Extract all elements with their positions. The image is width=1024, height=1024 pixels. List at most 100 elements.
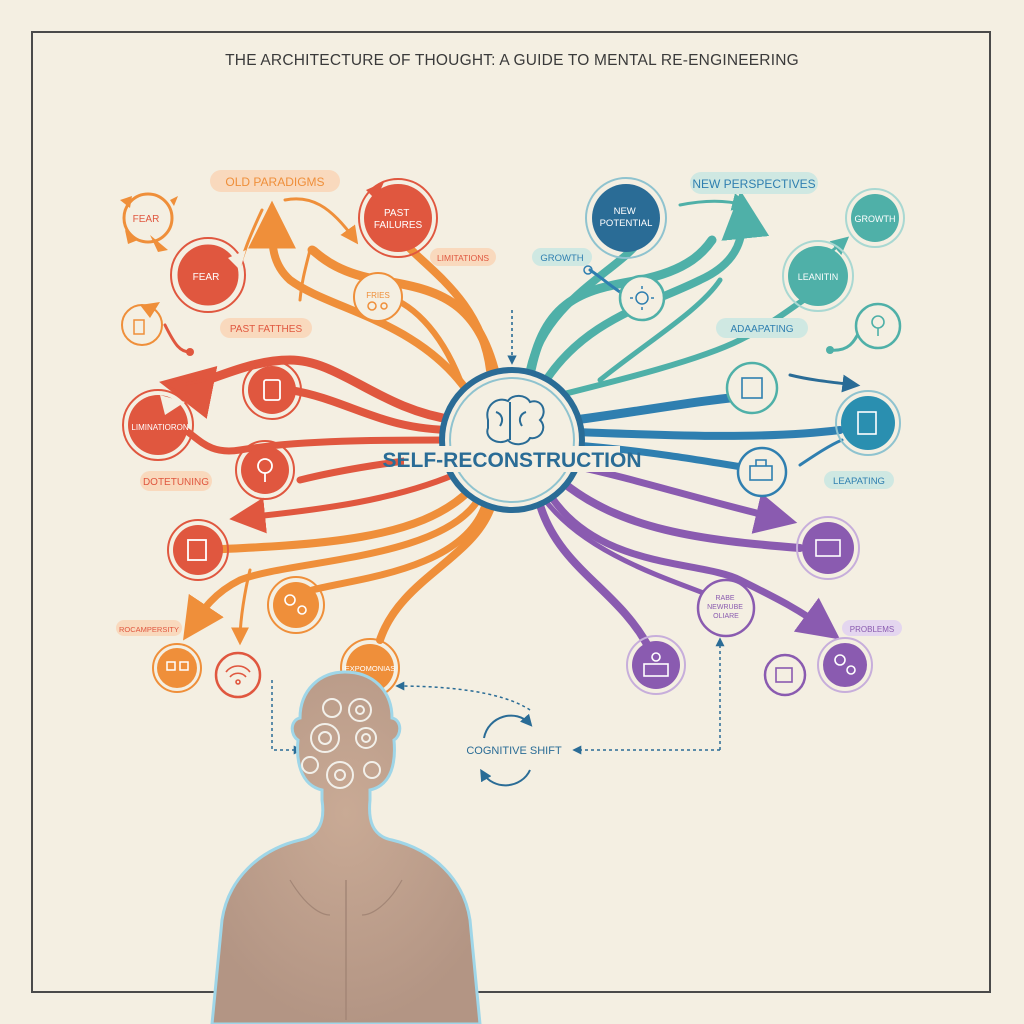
branch-blue-conn2 xyxy=(798,438,844,467)
branch-orange-low1 xyxy=(196,486,474,554)
dotetuning-label: DOTETUNING xyxy=(143,477,209,488)
new-perspectives-label: NEW PERSPECTIVES xyxy=(692,177,815,191)
gear-icon xyxy=(367,301,388,311)
adapting-label: ADAAPATING xyxy=(731,324,794,335)
new-mindset-line2: NEWRUBE xyxy=(707,604,743,611)
right-icon-node-6 xyxy=(763,653,807,697)
right-icon-node-5 xyxy=(626,635,686,695)
pill-leapating: LEAPATING xyxy=(824,471,894,489)
cognitive-shift-label: COGNITIVE SHIFT xyxy=(466,745,562,757)
fear-big-node: FEAR xyxy=(170,237,246,313)
new-mindset-label: RABE NEWRUBE OLIARE xyxy=(707,595,745,620)
right-icon-node-1 xyxy=(725,361,779,415)
branch-red-1 xyxy=(159,355,460,425)
past-failures-label: PAST FAILURES xyxy=(374,208,423,231)
gears-icon xyxy=(834,654,856,675)
rocampersity-label: ROCAMPERSITY xyxy=(119,625,179,634)
branch-purple-2 xyxy=(556,476,804,552)
pill-rocampersity: ROCAMPERSITY xyxy=(116,620,182,636)
books-icon xyxy=(815,539,841,557)
leapating-label: LEAPATING xyxy=(833,476,885,487)
branch-orange-fear xyxy=(247,200,474,399)
left-icon-node-1 xyxy=(242,360,302,420)
idea-node xyxy=(826,302,902,354)
sun-icon xyxy=(630,286,654,310)
branch-orange-conn3 xyxy=(298,248,312,302)
pill-dotetuning: DOTETUNING xyxy=(140,471,212,491)
document-icon xyxy=(187,539,207,561)
branch-orange-conn xyxy=(283,197,359,245)
cognitive-shift: COGNITIVE SHIFT xyxy=(466,713,562,787)
network-icon xyxy=(166,661,189,671)
lightbulb-icon xyxy=(257,458,273,482)
person-figure xyxy=(210,670,482,1024)
poster-frame xyxy=(31,31,991,993)
fear-big-label: FEAR xyxy=(193,272,220,283)
puzzle-icon xyxy=(133,319,145,335)
brain-icon xyxy=(486,394,545,446)
dotted-from-expomonias xyxy=(395,681,531,711)
page-title: THE ARCHITECTURE OF THOUGHT: A GUIDE TO … xyxy=(225,52,799,69)
fear-small-node: FEAR xyxy=(120,192,178,252)
right-icon-node-2 xyxy=(835,390,901,456)
lightbulb-icon xyxy=(871,315,885,336)
limitations-label: LIMITATIONS xyxy=(437,253,489,263)
branch-blue-conn xyxy=(788,373,861,393)
right-icon-node-4 xyxy=(796,516,860,580)
left-icon-node-6 xyxy=(214,651,262,699)
left-icon-node-4 xyxy=(267,576,325,634)
learning-label: LEANITIN xyxy=(798,272,839,282)
new-potential-node: NEW POTENTIAL xyxy=(585,177,667,259)
branch-teal-conn xyxy=(678,193,751,211)
branch-orange-low4 xyxy=(376,506,494,644)
puzzle-icon xyxy=(775,667,793,683)
branch-teal-2 xyxy=(536,190,770,394)
branch-orange-side xyxy=(163,323,192,354)
pill-growth: GROWTH xyxy=(532,248,592,266)
dotted-connectors xyxy=(271,637,725,755)
pill-past-fatthes: PAST FATTHES xyxy=(220,318,312,338)
branch-orange-conn4 xyxy=(166,375,207,394)
branch-purple-3 xyxy=(546,491,841,640)
pill-problems: PROBLEMS xyxy=(842,620,902,636)
pill-new-perspectives: NEW PERSPECTIVES xyxy=(690,172,818,194)
chart-icon xyxy=(741,377,763,399)
branch-blue-2 xyxy=(571,426,844,440)
new-potential-label: NEW POTENTIAL xyxy=(600,206,653,229)
shoulder-blade-left xyxy=(289,879,331,916)
growth-node: GROWTH xyxy=(845,188,905,248)
new-mindset-line3: OLIARE xyxy=(713,613,739,620)
left-icon-node-5 xyxy=(152,643,202,693)
book-person-icon xyxy=(643,652,669,677)
old-paradigms-label: OLD PARADIGMS xyxy=(225,175,324,189)
hub-node: SELF-RECONSTRUCTION xyxy=(383,367,642,513)
new-potential-line2: POTENTIAL xyxy=(600,218,653,229)
branch-teal-conn4 xyxy=(828,328,862,352)
pill-old-paradigms: OLD PARADIGMS xyxy=(210,170,340,192)
head-with-gears-icon xyxy=(301,698,381,789)
sun-node xyxy=(583,265,666,322)
problems-label: PROBLEMS xyxy=(850,625,894,634)
left-icon-node-2 xyxy=(235,440,295,500)
phone-icon xyxy=(263,379,281,401)
clipboard-icon xyxy=(857,411,877,435)
new-mindset-node: RABE NEWRUBE OLIARE xyxy=(696,578,756,638)
fries-label: FRIES xyxy=(366,291,390,300)
cycle-arrows-icon xyxy=(480,713,533,787)
pill-limitations: LIMITATIONS xyxy=(430,248,496,266)
growth-pill-label: GROWTH xyxy=(540,253,583,264)
shoulder-blade-right xyxy=(361,879,403,916)
expomonias-label: EXPOMONIAS xyxy=(345,664,395,673)
right-icon-node-3 xyxy=(736,446,788,498)
hub-label: SELF-RECONSTRUCTION xyxy=(383,449,642,472)
past-failures-node: PAST FAILURES xyxy=(358,178,438,258)
limitation-label: LIMINATIORON xyxy=(131,423,188,432)
gears-icon xyxy=(284,594,307,615)
branch-orange-low5 xyxy=(231,568,252,646)
left-icon-node-3 xyxy=(167,519,229,581)
new-potential-line1: NEW xyxy=(614,206,636,217)
growth-node-label: GROWTH xyxy=(855,214,896,224)
learning-node: LEANITIN xyxy=(782,240,854,312)
branch-red-2 xyxy=(286,386,459,434)
